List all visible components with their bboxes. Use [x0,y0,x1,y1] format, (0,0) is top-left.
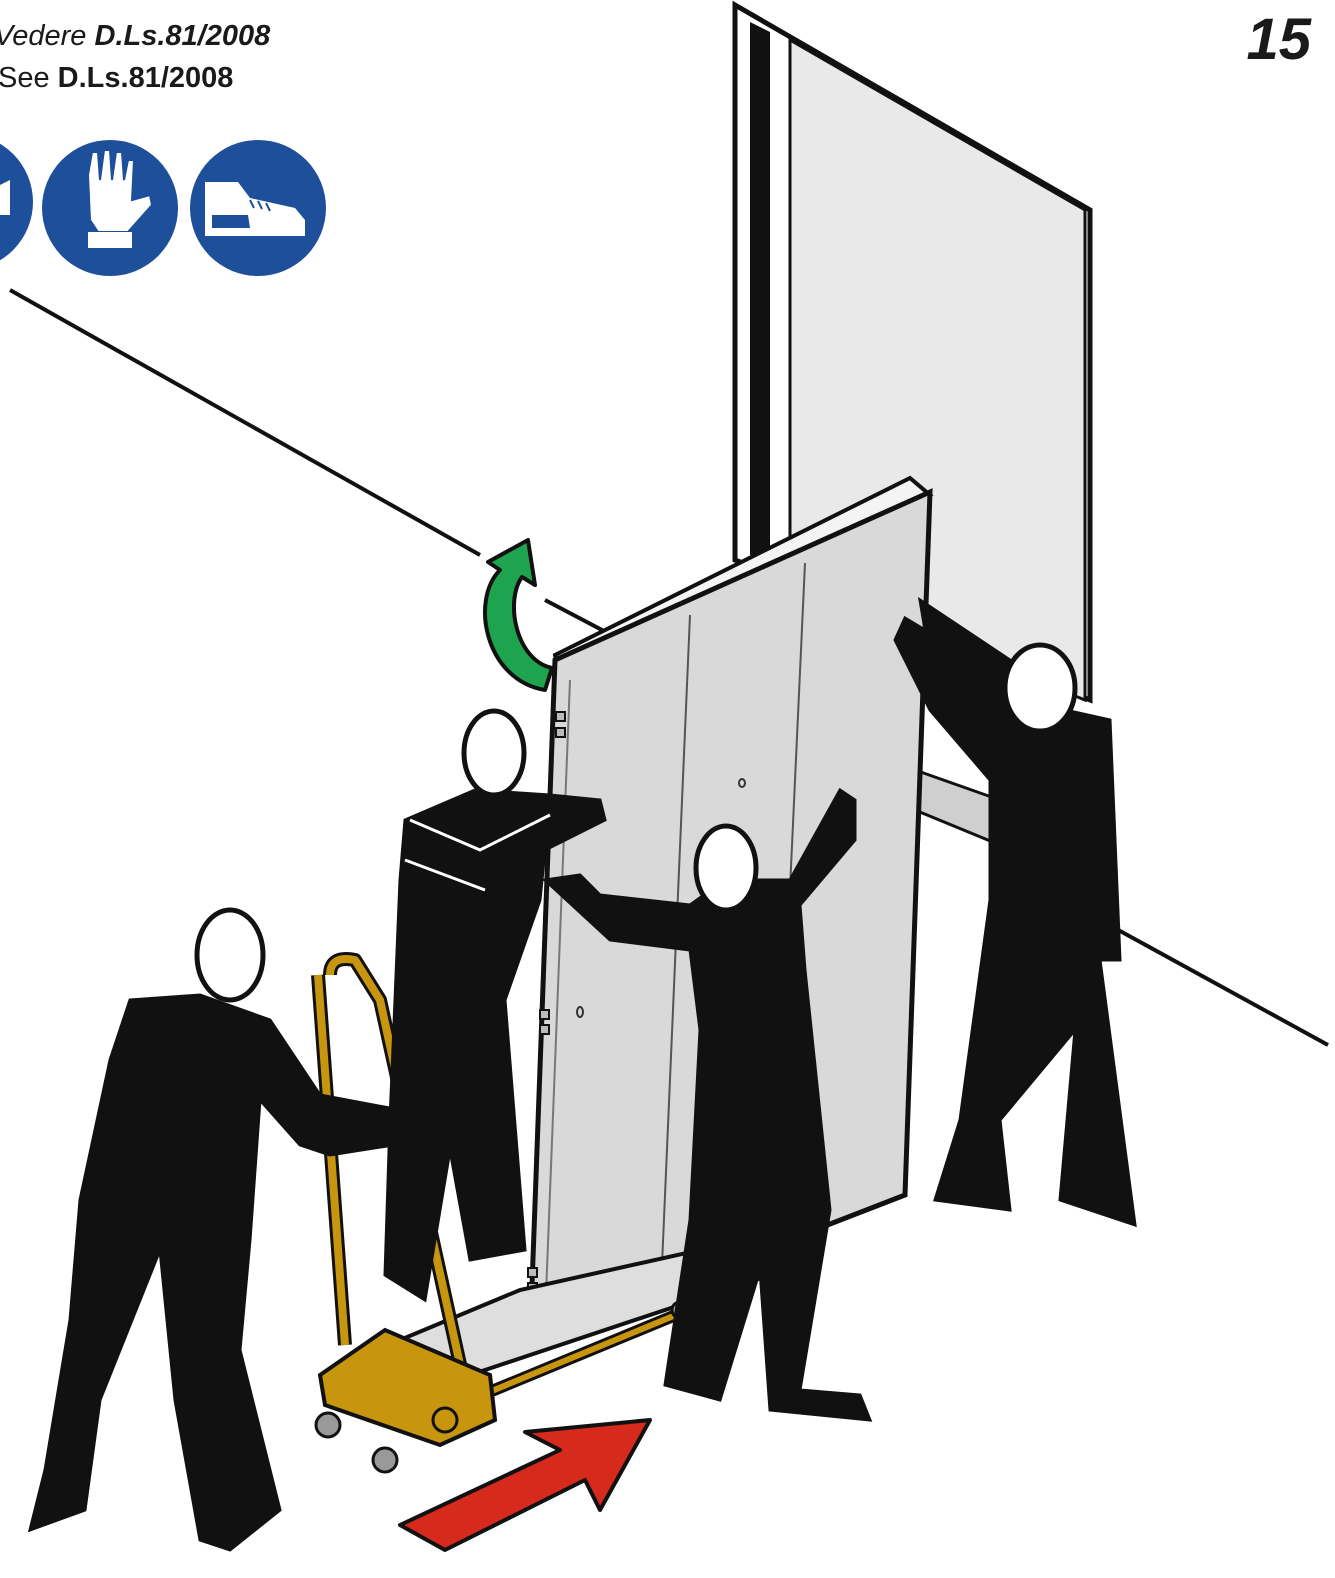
hard-hat-icon [0,134,33,270]
reference-italian-lead: Vedere [0,20,95,52]
reference-italian-code: D.Ls.81/2008 [95,20,271,52]
worker-front [30,910,430,1550]
reference-italian: Vedere D.Ls.81/2008 [0,20,270,53]
safety-shoes-icon [190,140,326,276]
ppe-icons [0,134,326,276]
reference-english-code: D.Ls.81/2008 [58,62,234,94]
lift-arrow [485,540,552,690]
protective-gloves-icon [42,140,178,276]
step-number: 15 [1246,6,1311,73]
worker-right [895,600,1135,1225]
reference-english: See D.Ls.81/2008 [0,62,233,95]
reference-english-lead: See [0,62,58,94]
